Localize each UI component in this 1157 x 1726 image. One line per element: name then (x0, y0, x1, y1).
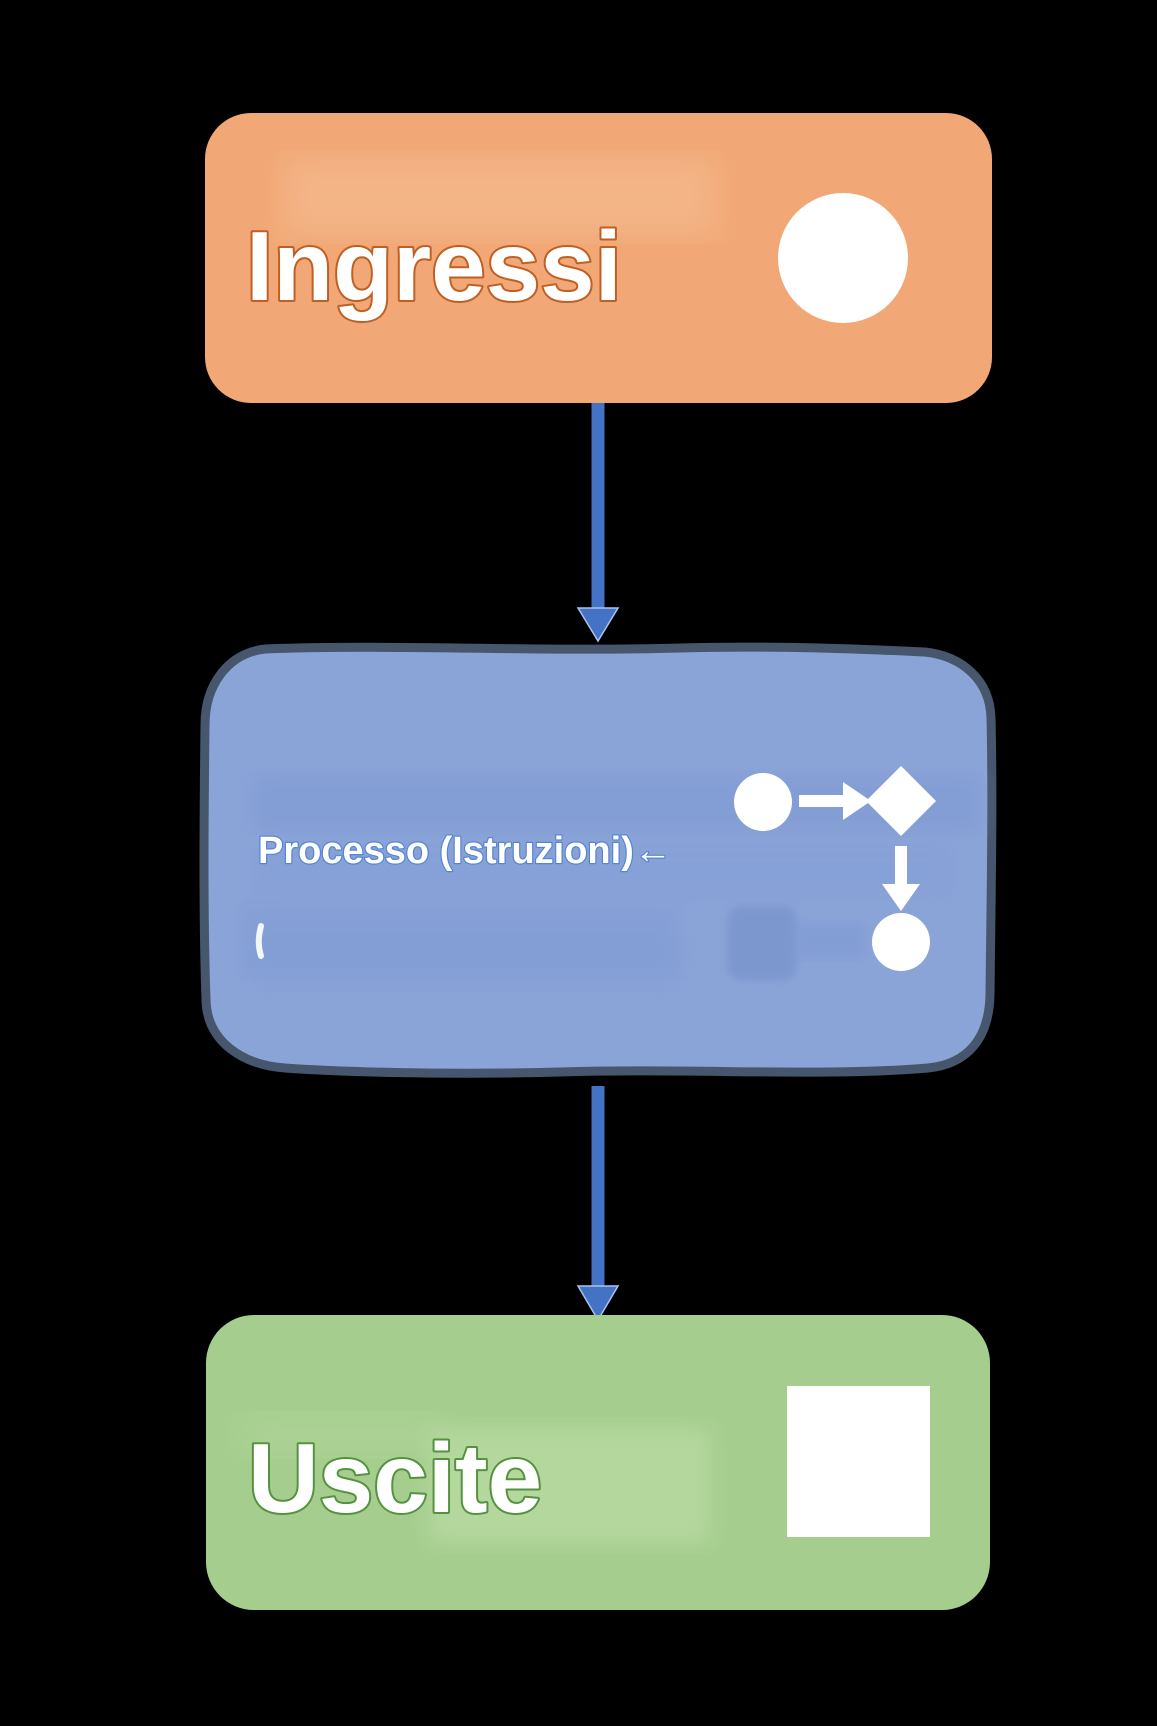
process-ghost-stroke (255, 923, 264, 959)
inputs-ghost-text (285, 158, 715, 236)
filled-circle-icon (778, 193, 908, 323)
connector-process-outputs (576, 1086, 620, 1322)
arrow-right-icon (799, 782, 871, 820)
outputs-label: Uscite (248, 1423, 542, 1533)
node-outputs: Uscite (206, 1315, 990, 1610)
arrow-down-head-icon (576, 607, 620, 643)
inputs-label: Ingressi (246, 211, 622, 321)
process-ghost-shape (796, 923, 866, 959)
end-circle-icon (872, 913, 930, 971)
start-circle-icon (734, 773, 792, 831)
mini-flowchart-icons (734, 766, 936, 971)
decision-diamond-icon (866, 766, 936, 836)
arrow-down-head-icon (576, 1285, 620, 1322)
node-inputs: Ingressi (205, 113, 992, 403)
process-ghost-shape (728, 906, 796, 980)
node-process: Processo (Istruzioni)← (199, 642, 997, 1078)
process-label: Processo (Istruzioni)← (258, 830, 672, 872)
connector-inputs-process (576, 403, 620, 643)
arrow-down-icon (882, 846, 920, 911)
process-ghost-text (250, 938, 680, 993)
outputs-ghost-text (430, 1428, 710, 1543)
filled-square-icon (787, 1386, 930, 1537)
process-ghost-text (252, 844, 952, 898)
outputs-ghost-text (245, 1415, 445, 1455)
